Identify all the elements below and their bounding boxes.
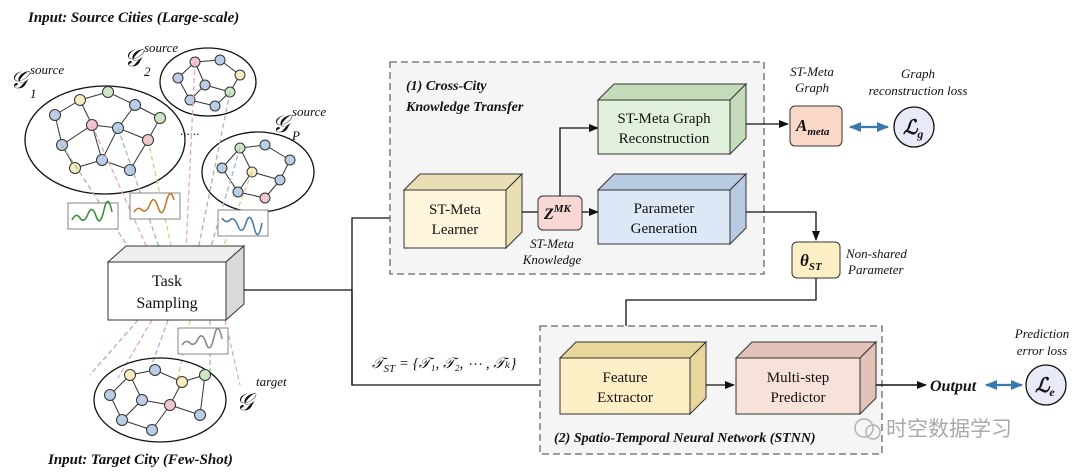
parameter-generation-box <box>596 172 748 246</box>
series-thumb-orange <box>129 192 181 220</box>
wechat-icon <box>854 418 874 438</box>
z-mk-label: ZMK <box>543 203 572 223</box>
sampling-arrows <box>244 214 559 389</box>
pred-loss-label-1: Prediction <box>1014 326 1069 341</box>
feature-extractor-label-2: Extractor <box>597 390 653 406</box>
source-graph-2 <box>159 47 257 117</box>
multistep-label-2: Predictor <box>771 390 826 406</box>
source-graph-1 <box>24 85 186 195</box>
param-gen-label-1: Parameter <box>634 201 695 217</box>
g2-sup: source <box>144 40 178 55</box>
non-shared-label-2: Parameter <box>847 262 905 277</box>
source-graph-p <box>201 131 315 213</box>
st-meta-learner-label-2: Learner <box>432 222 479 238</box>
feature-extractor-label-1: Feature <box>603 370 648 386</box>
paramgen-to-theta-arrow <box>746 211 820 241</box>
series-thumb-green <box>67 200 119 230</box>
gp-sup: source <box>292 104 326 119</box>
gp-sub: P <box>291 128 300 143</box>
task-sampling-label-2: Sampling <box>136 295 197 312</box>
gp-symbol: 𝒢 <box>272 112 293 138</box>
watermark-text: 时空数据学习 <box>886 417 1012 441</box>
g1-sup: source <box>30 62 64 77</box>
graph-loss-label-1: Graph <box>901 66 935 81</box>
st-meta-knowledge-label-2: Knowledge <box>522 252 582 267</box>
series-thumb-blue <box>217 209 269 237</box>
multistep-label-1: Multi-step <box>767 370 830 386</box>
st-meta-knowledge-label-1: ST-Meta <box>530 236 574 251</box>
l-e-node <box>1025 364 1067 406</box>
target-graph <box>93 357 227 443</box>
input-target-title: Input: Target City (Few-Shot) <box>47 452 233 468</box>
st-meta-learner-box <box>402 172 524 250</box>
non-shared-label-1: Non-shared <box>845 246 907 261</box>
section1-title-1: (1) Cross-City <box>406 79 487 94</box>
feature-extractor-box <box>558 340 708 416</box>
theta-label: θST <box>800 251 823 273</box>
graph-recon-label-1: ST-Meta Graph <box>617 111 711 127</box>
task-set-formula: 𝒯ST = {𝒯₁, 𝒯₂, ⋯ , 𝒯ₖ} <box>372 356 516 375</box>
multistep-predictor-box <box>734 340 878 416</box>
task-sampling-box <box>106 244 246 322</box>
graph-loss-label-2: reconstruction loss <box>869 83 968 98</box>
l-e-label: ℒe <box>1035 375 1055 399</box>
section2-title: (2) Spatio-Temporal Neural Network (STNN… <box>554 431 816 446</box>
output-label: Output <box>930 378 977 395</box>
l-g-label: ℒg <box>903 117 923 141</box>
pred-loss-label-2: error loss <box>1017 343 1067 358</box>
g2-symbol: 𝒢 <box>124 46 145 72</box>
a-meta-node <box>789 105 843 147</box>
watermark: 时空数据学习 <box>854 417 1012 441</box>
l-g-node <box>893 106 935 148</box>
st-meta-graph-label-1: ST-Meta <box>790 64 834 79</box>
g1-symbol: 𝒢 <box>10 68 31 94</box>
section1-title-2: Knowledge Transfer <box>405 100 524 115</box>
graph-ellipsis: ...... <box>180 123 200 138</box>
series-thumb-gray <box>177 327 229 355</box>
graph-reconstruction-box <box>596 82 748 156</box>
task-sampling-label-1: Task <box>152 273 182 290</box>
input-source-title: Input: Source Cities (Large-scale) <box>27 10 239 26</box>
g1-sub: 1 <box>30 86 37 101</box>
a-meta-label: Ameta <box>795 116 830 138</box>
gt-symbol: 𝒢 <box>236 390 257 416</box>
z-out-arrows <box>559 124 599 216</box>
st-meta-graph-label-2: Graph <box>795 80 829 95</box>
gt-sup: target <box>256 374 287 389</box>
param-gen-label-2: Generation <box>631 221 698 237</box>
g2-sub: 2 <box>144 64 151 79</box>
st-meta-learner-label-1: ST-Meta <box>429 202 481 218</box>
graph-recon-label-2: Reconstruction <box>619 131 710 147</box>
